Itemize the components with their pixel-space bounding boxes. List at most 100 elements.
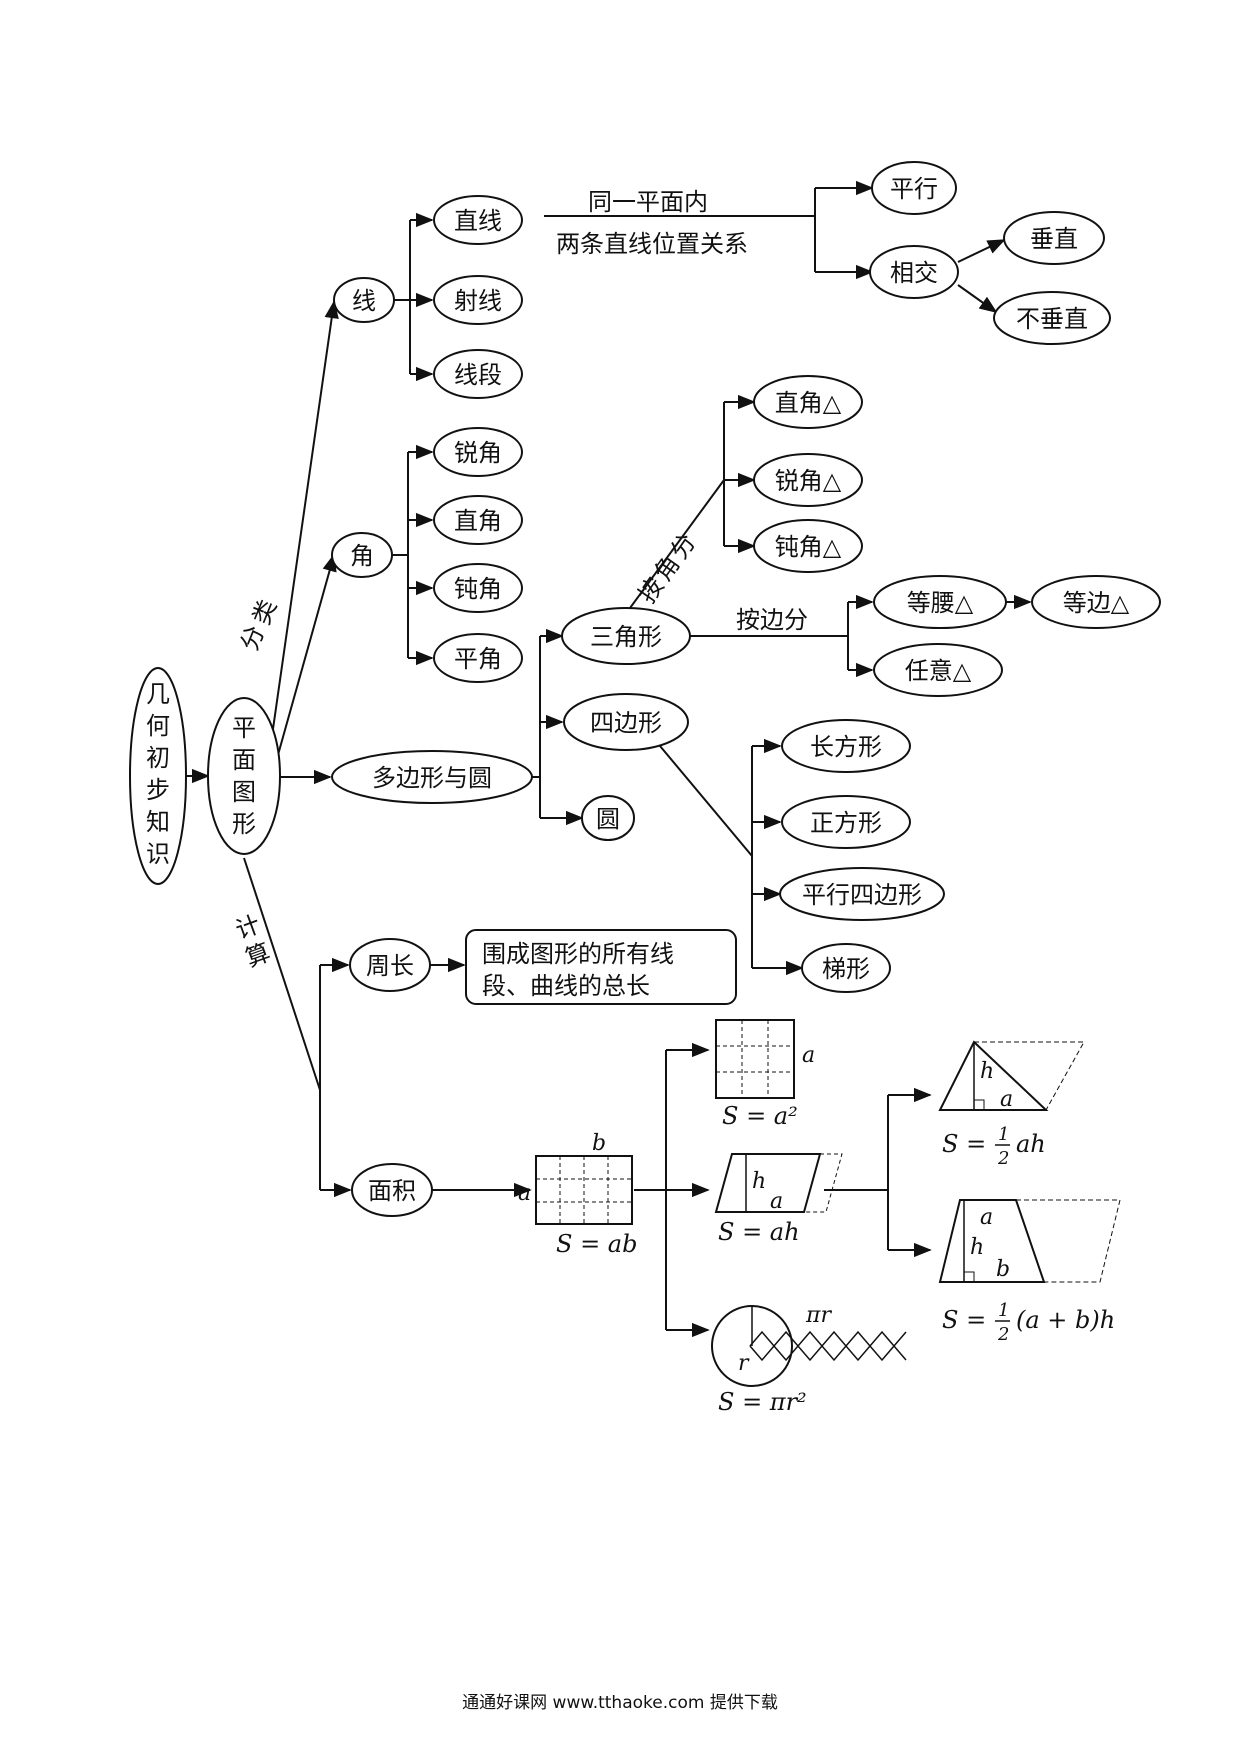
node-right-triangle-label: 直角△ <box>775 389 842 417</box>
node-right-angle-label: 直角 <box>454 507 502 535</box>
trap-formula-tail: (a + b)h <box>1016 1306 1115 1334</box>
node-square: 正方形 <box>781 795 911 849</box>
node-triangle-label: 三角形 <box>590 623 662 651</box>
tri-formula-denominator: 2 <box>997 1148 1009 1169</box>
node-straight-line-label: 直线 <box>454 207 502 235</box>
node-right-angle: 直角 <box>433 495 523 545</box>
tri-height-h: h <box>980 1059 994 1084</box>
node-parallelogram: 平行四边形 <box>779 867 945 921</box>
node-angle-label: 角 <box>350 542 374 570</box>
footer-credit: 通通好课网 www.tthaoke.com 提供下载 <box>462 1693 778 1713</box>
node-rectangle: 长方形 <box>781 719 911 773</box>
perimeter-definition-line-2: 段、曲线的总长 <box>482 972 650 1000</box>
node-square-label: 正方形 <box>810 809 882 837</box>
node-angle: 角 <box>331 532 393 578</box>
trap-formula-denominator: 2 <box>997 1324 1009 1345</box>
label-classify-2: 类 <box>247 596 282 629</box>
node-trapezoid: 梯形 <box>801 943 891 993</box>
plane-char-4: 形 <box>232 810 256 838</box>
node-right-triangle: 直角△ <box>753 375 863 429</box>
node-isosceles-triangle-label: 等腰△ <box>907 589 974 617</box>
node-triangle: 三角形 <box>561 607 691 665</box>
root-node: 几 何 初 步 知 识 <box>129 667 187 885</box>
parallelogram-area-figure: h a S = ah <box>714 1153 843 1246</box>
node-segment-label: 线段 <box>454 361 502 389</box>
node-segment: 线段 <box>433 349 523 399</box>
node-straight-line: 直线 <box>433 195 523 245</box>
root-char-1: 几 <box>146 680 170 708</box>
root-char-3: 初 <box>146 744 170 772</box>
node-perpendicular: 垂直 <box>1003 211 1105 265</box>
node-scalene-triangle-label: 任意△ <box>905 657 972 685</box>
root-char-4: 步 <box>146 776 170 804</box>
node-obtuse-angle-label: 钝角 <box>454 575 502 603</box>
node-intersect-label: 相交 <box>890 259 938 287</box>
node-quadrilateral-label: 四边形 <box>590 709 662 737</box>
connectors <box>186 180 1032 1338</box>
node-polygon-circle: 多边形与圆 <box>331 750 533 804</box>
tri-formula-numerator: 1 <box>998 1124 1009 1145</box>
para-height-h: h <box>752 1169 766 1194</box>
node-area-label: 面积 <box>368 1177 416 1205</box>
node-polygon-circle-label: 多边形与圆 <box>372 764 492 792</box>
node-ray-label: 射线 <box>454 287 502 315</box>
trap-formula-prefix: S = <box>942 1306 986 1334</box>
circle-half-circumference: πr <box>805 1303 832 1328</box>
node-circle-label: 圆 <box>596 805 620 833</box>
para-base-a: a <box>770 1189 783 1214</box>
node-parallelogram-label: 平行四边形 <box>802 881 922 909</box>
node-circle: 圆 <box>581 795 635 841</box>
node-scalene-triangle: 任意△ <box>873 643 1003 697</box>
node-area: 面积 <box>351 1163 433 1217</box>
node-obtuse-triangle: 钝角△ <box>753 519 863 573</box>
node-obtuse-triangle-label: 钝角△ <box>775 533 842 561</box>
node-parallel-label: 平行 <box>890 175 938 203</box>
label-by-side: 按边分 <box>736 606 808 634</box>
plane-figure-node: 平 面 图 形 <box>207 697 281 855</box>
node-line-label: 线 <box>352 287 376 315</box>
square-side-a: a <box>802 1043 815 1068</box>
plane-char-3: 图 <box>232 778 256 806</box>
node-quadrilateral: 四边形 <box>563 693 689 751</box>
rect-area-formula: S = ab <box>556 1230 637 1258</box>
circle-area-figure: r πr S = πr² <box>711 1303 907 1416</box>
trap-height-h: h <box>970 1235 984 1260</box>
node-not-perpendicular-label: 不垂直 <box>1016 305 1088 333</box>
trap-formula-numerator: 1 <box>998 1300 1009 1321</box>
label-compute-2: 算 <box>242 938 274 973</box>
node-obtuse-angle: 钝角 <box>433 563 523 613</box>
label-classify-1: 分 <box>235 622 270 655</box>
rect-side-a: a <box>518 1181 531 1206</box>
node-not-perpendicular: 不垂直 <box>993 291 1111 345</box>
tri-formula-tail: ah <box>1016 1130 1046 1158</box>
node-parallel: 平行 <box>871 161 957 215</box>
plane-char-2: 面 <box>232 746 256 774</box>
parallelogram-area-formula: S = ah <box>718 1218 800 1246</box>
root-char-2: 何 <box>146 712 170 740</box>
node-trapezoid-label: 梯形 <box>822 955 870 983</box>
node-ray: 射线 <box>433 275 523 325</box>
node-straight-angle-label: 平角 <box>454 645 502 673</box>
node-acute-angle: 锐角 <box>433 427 523 477</box>
square-area-formula: S = a² <box>722 1102 798 1130</box>
node-isosceles-triangle: 等腰△ <box>873 575 1007 629</box>
label-same-plane: 同一平面内 <box>588 188 708 216</box>
perimeter-definition-box: 围成图形的所有线 段、曲线的总长 <box>465 929 737 1005</box>
node-perimeter: 周长 <box>349 938 431 992</box>
square-area-figure: a S = a² <box>715 1019 815 1130</box>
node-acute-triangle-label: 锐角△ <box>775 467 842 495</box>
perimeter-definition-line-1: 围成图形的所有线 <box>482 940 674 968</box>
node-line: 线 <box>333 277 395 323</box>
circle-radius-r: r <box>738 1351 750 1376</box>
label-two-lines: 两条直线位置关系 <box>556 230 748 258</box>
node-acute-angle-label: 锐角 <box>454 439 502 467</box>
node-equilateral-triangle-label: 等边△ <box>1063 589 1130 617</box>
root-char-6: 识 <box>146 840 170 868</box>
node-perimeter-label: 周长 <box>366 952 414 980</box>
node-equilateral-triangle: 等边△ <box>1031 575 1161 629</box>
trap-bottom-b: b <box>996 1257 1010 1282</box>
plane-char-1: 平 <box>232 714 256 742</box>
node-rectangle-label: 长方形 <box>810 733 882 761</box>
rect-side-b: b <box>592 1131 606 1156</box>
